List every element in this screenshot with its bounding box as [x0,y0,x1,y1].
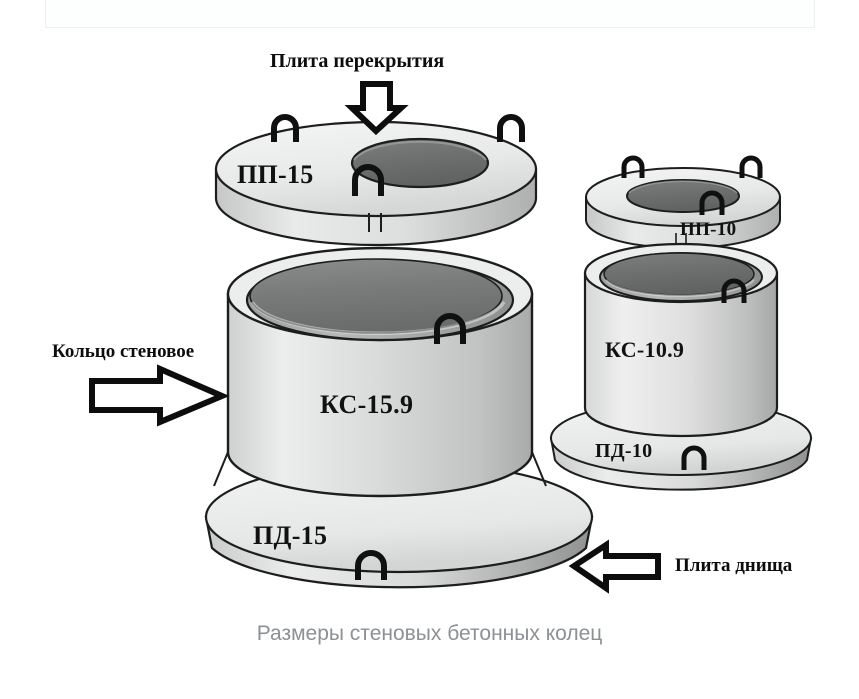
lifting-loop-ks-15-9 [434,313,466,344]
arrow-right-icon [89,364,230,427]
part-pp-10 [585,155,781,249]
part-label-ks-15-9: КС-15.9 [320,390,414,419]
alignment-pins-pp-15 [368,213,382,232]
part-label-pd-15: ПД-15 [253,521,328,550]
part-ks-15-9 [213,246,547,498]
lifting-loop-ks-10-9 [721,278,747,303]
arrow-left-icon [568,539,661,594]
part-label-pd-10: ПД-10 [595,440,653,462]
lifting-loops-pp-15 [271,114,525,196]
lifting-loop-pd-15 [355,550,387,580]
lifting-loops-pp-10 [621,155,763,215]
top-banner-box [45,0,815,28]
figure-caption: Размеры стеновых бетонных колец [256,622,603,645]
part-label-pp-15: ПП-15 [237,160,314,189]
callout-label-bottom-plate: Плита днища [675,555,793,576]
part-label-pp-10: ПП-10 [680,219,737,240]
lifting-loop-pd-10 [681,445,707,470]
part-pp-15 [214,114,538,247]
part-ks-10-9 [583,242,779,438]
callout-label-cover-plate: Плита перекрытия [270,50,445,72]
callout-label-wall-ring: Кольцо стеновое [52,341,195,362]
arrow-down-icon [344,81,409,136]
part-label-ks-10-9: КС-10.9 [605,337,685,362]
